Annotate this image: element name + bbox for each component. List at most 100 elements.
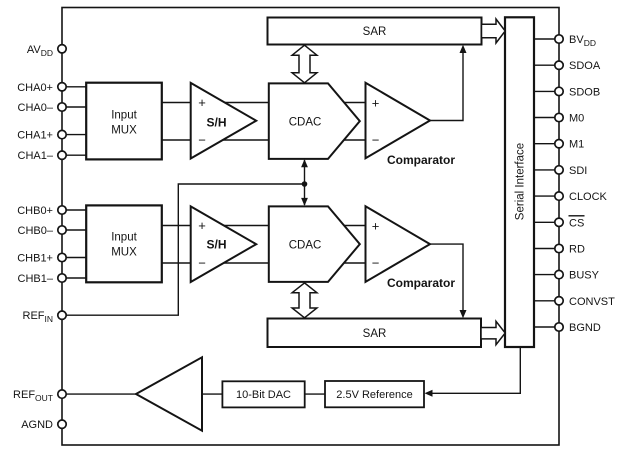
label-comparator-b: Comparator: [387, 276, 455, 290]
hollow-arrows: [289, 16, 507, 347]
pin-label-sdoa: SDOA: [569, 60, 601, 72]
label-sample-hold-b: S/H: [206, 238, 226, 252]
block-input-mux-b: [85, 204, 163, 284]
sh-a-minus-sign: −: [198, 132, 206, 147]
block-input-mux-a: [85, 81, 163, 161]
label-sar-b: SAR: [363, 328, 387, 340]
left-pin-labels: AVDD CHA0+ CHA0– CHA1+ CHA1– CHB0+ CHB0–…: [13, 44, 54, 431]
block-comparator-a-triangle: [364, 80, 432, 161]
block-serial-interface: [503, 16, 536, 349]
pin-label-cha1p: CHA1+: [17, 130, 53, 142]
pin-label-cha0n: CHA0–: [18, 102, 54, 114]
pin-circle-m1: [553, 138, 565, 149]
pin-label-rd: RD: [569, 244, 585, 256]
block-2v5-reference: [324, 380, 425, 409]
pin-label-bvdd: BVDD: [569, 34, 596, 48]
label-10bit-dac: 10-Bit DAC: [236, 389, 291, 401]
block-comparator-b-triangle: [364, 204, 432, 284]
comparator-a-minus-sign: −: [372, 132, 380, 147]
pin-label-bgnd: BGND: [569, 322, 601, 334]
pin-circle-sdob: [553, 86, 565, 97]
pin-circle-sdi: [553, 164, 565, 175]
pin-circle-cha1p: [56, 129, 68, 140]
block-arrow-sar-a-serial: [480, 16, 507, 46]
wire-serial-to-reference: [428, 347, 521, 394]
pin-circle-chb0p: [56, 204, 68, 216]
arrowhead-into-sar-b: [459, 310, 467, 319]
pin-circle-clock: [553, 191, 565, 202]
pin-circle-chb1n: [56, 272, 68, 284]
pin-label-chb1n: CHB1–: [18, 273, 54, 285]
pin-circle-busy: [553, 269, 565, 280]
pin-label-sdob: SDOB: [569, 86, 600, 98]
block-cdac-a-pentagon: [267, 82, 362, 160]
right-pin-stubs: [534, 38, 555, 328]
comparator-b-plus-sign: +: [372, 218, 380, 233]
pin-label-cs: CS: [569, 217, 584, 229]
pin-circle-avdd: [56, 43, 68, 54]
pin-circle-cs: [553, 217, 565, 228]
label-sample-hold-a: S/H: [206, 116, 226, 130]
block-sample-hold-b-triangle: [189, 204, 259, 284]
pin-label-sdi: SDI: [569, 165, 587, 177]
pin-label-chb1p: CHB1+: [17, 253, 53, 265]
pin-circle-sdoa: [553, 60, 565, 71]
sh-a-plus-sign: +: [198, 95, 206, 110]
arrowhead-into-sar-a: [459, 44, 467, 53]
block-reference-buffer-triangle: [133, 355, 203, 433]
label-2v5-reference: 2.5V Reference: [336, 389, 412, 401]
pin-circle-refout: [56, 389, 68, 400]
double-arrow-cdac-b-sar-b: [289, 281, 320, 319]
pin-label-convst: CONVST: [569, 296, 615, 308]
pin-label-m0: M0: [569, 113, 584, 125]
label-input-mux-b-line1: Input: [111, 231, 137, 243]
label-cdac-a: CDAC: [289, 116, 322, 128]
wire-comparator-a-out: [430, 49, 464, 122]
label-input-mux-a-line1: Input: [111, 109, 137, 121]
arrowhead-into-cdac-a: [301, 159, 308, 168]
pin-circles: [56, 33, 565, 430]
block-10bit-dac: [221, 380, 306, 409]
pin-label-m1: M1: [569, 139, 584, 151]
label-input-mux-b-line2: MUX: [111, 246, 137, 258]
sh-b-plus-sign: +: [198, 218, 206, 233]
pin-label-agnd: AGND: [21, 419, 53, 431]
arrowhead-into-cdac-b: [301, 197, 308, 206]
pin-circle-cha0p: [56, 81, 68, 92]
label-cdac-b: CDAC: [289, 239, 322, 251]
blocks: [85, 16, 536, 433]
polarity-signs: + − + − + − + −: [198, 95, 379, 270]
pin-circle-bvdd: [553, 33, 565, 45]
pin-label-clock: CLOCK: [569, 191, 608, 203]
pin-circle-rd: [553, 243, 565, 254]
block-cdac-b-pentagon: [267, 205, 362, 283]
wire-comparator-b-out: [430, 243, 464, 314]
block-sar-b: [266, 317, 482, 348]
label-serial-interface: Serial Interface: [515, 143, 527, 220]
pin-circle-cha0n: [56, 101, 68, 113]
pin-label-cha1n: CHA1–: [18, 150, 54, 162]
pin-circle-m0: [553, 112, 565, 123]
pin-circle-agnd: [56, 419, 68, 430]
label-comparator-a: Comparator: [387, 153, 455, 167]
pin-label-chb0p: CHB0+: [17, 205, 53, 217]
arrowhead-into-reference: [424, 389, 433, 397]
pin-label-chb0n: CHB0–: [18, 225, 54, 237]
label-sar-a: SAR: [363, 26, 387, 38]
pin-circle-convst: [553, 295, 565, 306]
comparator-a-plus-sign: +: [372, 95, 380, 110]
pin-label-avdd: AVDD: [27, 44, 53, 58]
pin-label-refin: REFIN: [23, 310, 54, 324]
sh-b-minus-sign: −: [198, 255, 206, 270]
pin-label-cha0p: CHA0+: [17, 82, 53, 94]
label-input-mux-a-line2: MUX: [111, 124, 137, 136]
pin-label-busy: BUSY: [569, 270, 600, 282]
double-arrow-sar-a-cdac-a: [289, 44, 320, 84]
wire-refin: [62, 183, 305, 316]
pin-label-refout: REFOUT: [13, 389, 53, 403]
arrowheads: [301, 44, 467, 397]
junction-dot: [301, 181, 308, 187]
block-arrow-sar-b-serial: [480, 319, 507, 347]
